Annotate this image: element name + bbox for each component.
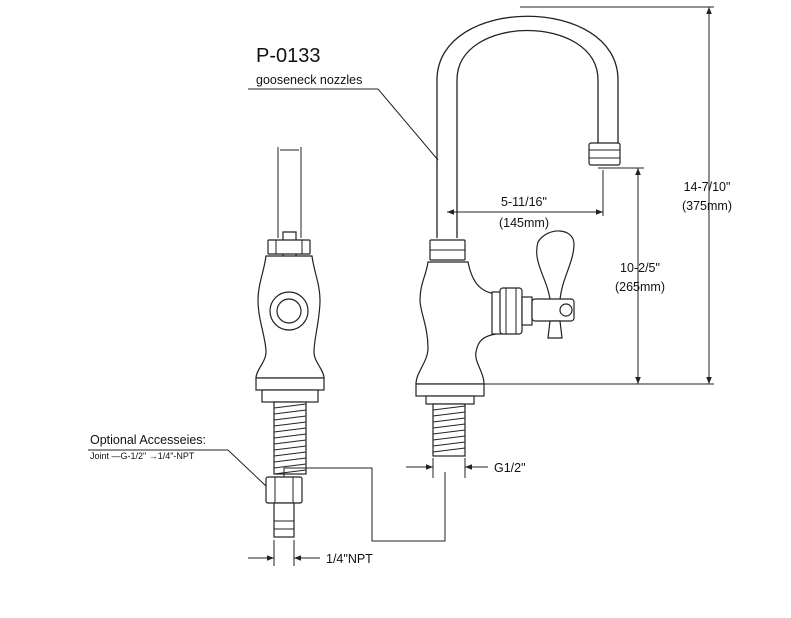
model-leader-line bbox=[377, 88, 439, 161]
model-code: P-0133 bbox=[256, 45, 321, 67]
front-view-faucet bbox=[415, 15, 621, 457]
accessories-title: Optional Accesseies: bbox=[90, 433, 206, 447]
dimensions bbox=[248, 6, 714, 566]
adapter-fitting bbox=[265, 476, 303, 538]
shank-thread-label: G1/2" bbox=[494, 461, 526, 475]
accessories-detail: Joint —G-1/2" →1/4"-NPT bbox=[90, 451, 195, 461]
reach-inch: 5-11/16" bbox=[501, 195, 547, 209]
model-description: gooseneck nozzles bbox=[256, 73, 362, 87]
spout-height-inch: 10-2/5" bbox=[620, 261, 660, 275]
total-height-inch: 14-7/10" bbox=[684, 180, 731, 194]
side-view-faucet bbox=[255, 147, 325, 475]
connector-lines bbox=[88, 88, 446, 542]
total-height-mm: (375mm) bbox=[682, 199, 732, 213]
adapter-thread-label: 1/4"NPT bbox=[326, 552, 373, 566]
reach-mm: (145mm) bbox=[499, 216, 549, 230]
spout-height-mm: (265mm) bbox=[615, 280, 665, 294]
